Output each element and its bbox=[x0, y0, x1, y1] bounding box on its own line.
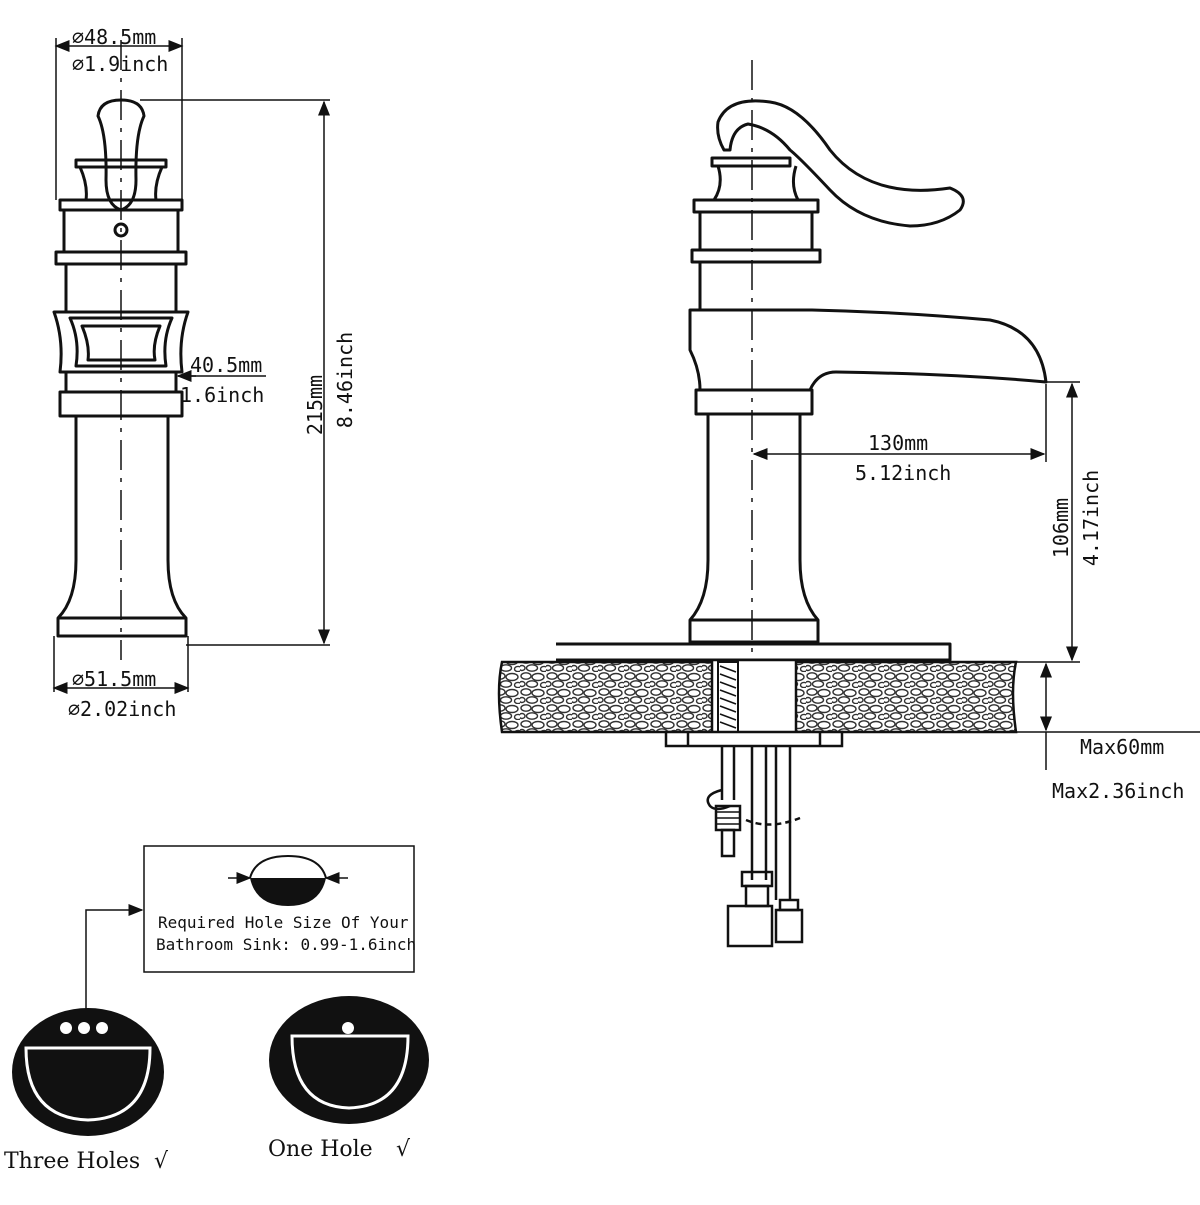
deck-thickness-inch: Max2.36inch bbox=[1052, 779, 1184, 803]
side-dimensions bbox=[752, 381, 1200, 770]
hole-note-line2: Bathroom Sink: 0.99-1.6inch bbox=[156, 935, 416, 954]
deck-thickness-mm: Max60mm bbox=[1080, 735, 1164, 759]
front-dimensions bbox=[52, 38, 330, 694]
reach-mm: 130mm bbox=[868, 431, 928, 455]
base-diameter-inch: ⌀2.02inch bbox=[68, 697, 176, 721]
faucet-front-view bbox=[52, 40, 190, 660]
handle-width-inch: 1.6inch bbox=[180, 383, 264, 407]
sink-basin-icon bbox=[12, 1008, 164, 1136]
reach-inch: 5.12inch bbox=[855, 461, 951, 485]
leader-arrow bbox=[85, 904, 144, 1012]
sink-hole-icon bbox=[228, 854, 348, 906]
top-diameter-mm: ⌀48.5mm bbox=[72, 25, 156, 49]
check-mark-icon: √ bbox=[154, 1149, 169, 1174]
one-hole-label: One Hole bbox=[268, 1137, 373, 1162]
three-holes-label: Three Holes bbox=[4, 1149, 140, 1174]
base-diameter-mm: ⌀51.5mm bbox=[72, 667, 156, 691]
counter-deck bbox=[497, 658, 1018, 736]
height-mm: 215mm bbox=[303, 375, 327, 435]
sink-one-hole bbox=[269, 996, 429, 1124]
hole-size-note: Required Hole Size Of Your Bathroom Sink… bbox=[143, 845, 416, 973]
faucet-side-view bbox=[556, 99, 1048, 662]
hole-note-line1: Required Hole Size Of Your bbox=[158, 913, 409, 932]
handle-width-mm: 40.5mm bbox=[190, 353, 262, 377]
mounting-hardware bbox=[664, 730, 844, 948]
sink-three-holes bbox=[12, 1008, 164, 1136]
spout-height-inch: 4.17inch bbox=[1079, 470, 1103, 566]
check-mark-icon: √ bbox=[396, 1137, 411, 1162]
height-inch: 8.46inch bbox=[333, 332, 357, 428]
spout-height-mm: 106mm bbox=[1049, 498, 1073, 558]
top-diameter-inch: ⌀1.9inch bbox=[72, 52, 168, 76]
